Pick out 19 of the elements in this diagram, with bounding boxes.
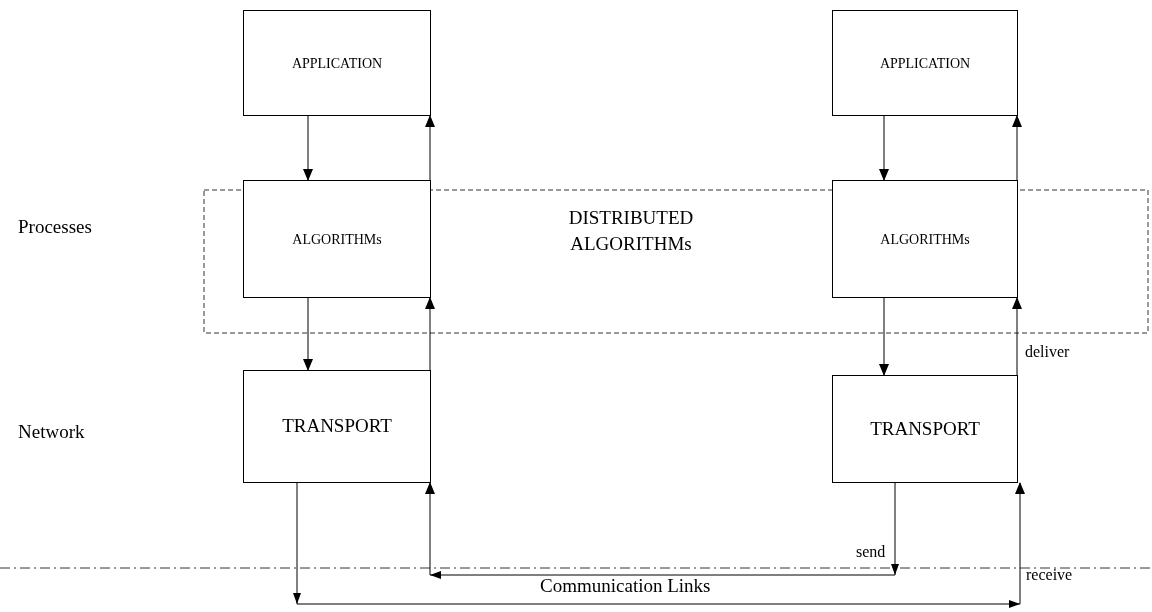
process-box [832, 180, 1018, 298]
process-box [243, 180, 431, 298]
edge-label: send [856, 542, 886, 562]
box-label: ALGORITHMs [880, 230, 970, 249]
process-box [243, 10, 431, 116]
edge-label: receive [1026, 565, 1073, 585]
side-label: Processes [18, 215, 92, 239]
box-label: ALGORITHMs [292, 230, 382, 249]
box-label: APPLICATION [291, 54, 383, 73]
box-label: TRANSPORT [282, 414, 392, 439]
box-label: APPLICATION [879, 54, 971, 73]
side-label: Communication Links [540, 574, 711, 598]
side-label: Network [18, 420, 85, 444]
box-label: TRANSPORT [870, 416, 980, 441]
process-box [832, 375, 1018, 483]
edge-label: deliver [1025, 342, 1070, 362]
side-label: DISTRIBUTED ALGORITHMs [567, 206, 695, 256]
process-box [832, 10, 1018, 116]
process-box [243, 370, 431, 483]
